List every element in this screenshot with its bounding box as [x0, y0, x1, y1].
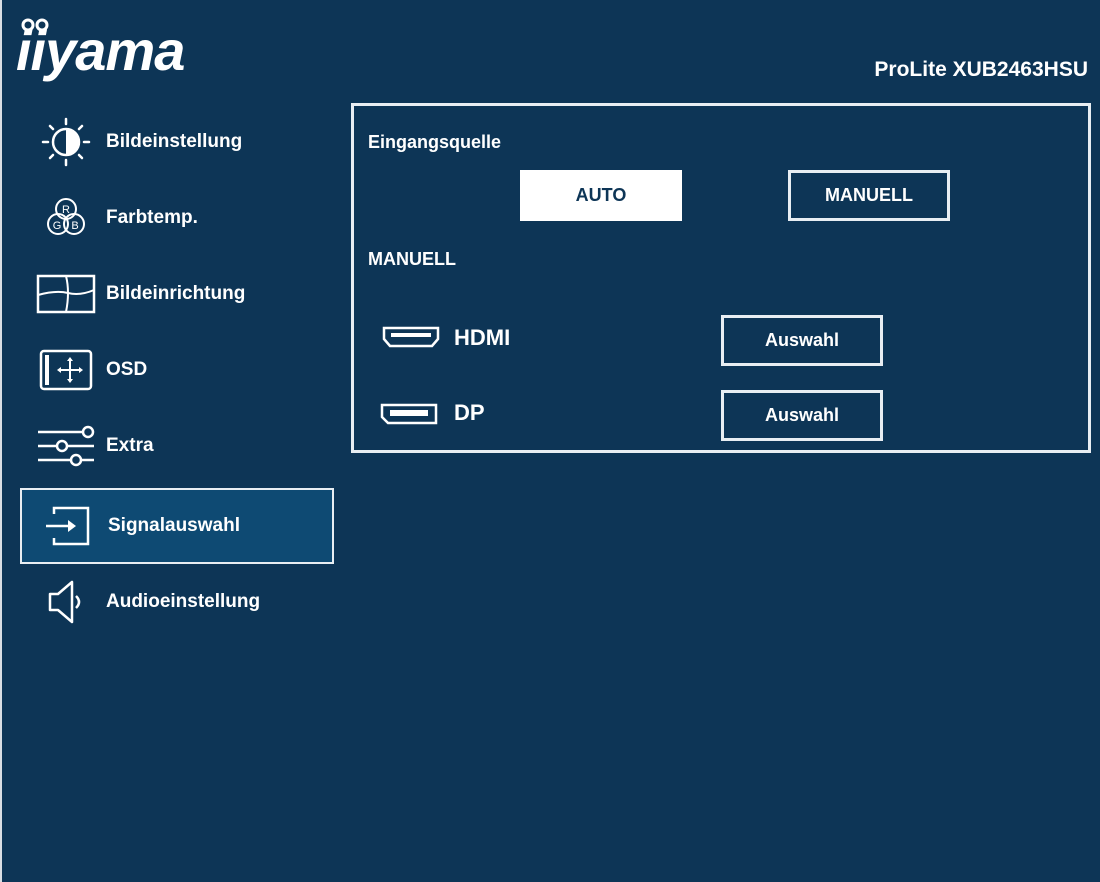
sidebar-item-bildeinstellung[interactable]: Bildeinstellung: [20, 104, 336, 180]
signal-panel: Eingangsquelle AUTO MANUELL MANUELL HDMI…: [351, 103, 1091, 453]
sidebar-item-osd[interactable]: OSD: [20, 332, 336, 408]
image-geometry-icon: [36, 268, 96, 320]
sidebar-item-label: Signalauswahl: [108, 515, 240, 536]
brightness-icon: [36, 116, 96, 168]
svg-text:G: G: [53, 220, 62, 232]
svg-text:B: B: [71, 220, 78, 232]
dp-label: DP: [454, 400, 485, 425]
speaker-icon: [36, 576, 96, 628]
input-source-label: Eingangsquelle: [368, 132, 502, 152]
sidebar-item-audioeinstellung[interactable]: Audioeinstellung: [20, 564, 336, 640]
hdmi-select-button[interactable]: Auswahl: [721, 315, 883, 366]
sliders-icon: [36, 420, 96, 472]
osd-move-icon: [36, 344, 96, 396]
manual-section-label: MANUELL: [368, 249, 456, 269]
logo-infinity-icon: [21, 18, 49, 32]
sidebar-item-label: Extra: [106, 435, 154, 456]
rgb-circles-icon: R G B: [36, 192, 96, 244]
sidebar-item-farbtemp[interactable]: R G B Farbtemp.: [20, 180, 336, 256]
sidebar-item-label: Audioeinstellung: [106, 591, 261, 612]
dp-select-button[interactable]: Auswahl: [721, 390, 883, 441]
input-enter-icon: [38, 500, 98, 552]
sidebar-item-label: Bildeinstellung: [106, 131, 243, 152]
sidebar-item-extra[interactable]: Extra: [20, 408, 336, 484]
manual-button[interactable]: MANUELL: [788, 170, 950, 221]
sidebar-item-label: Bildeinrichtung: [106, 283, 246, 304]
sidebar-item-label: Farbtemp.: [106, 207, 198, 228]
displayport-icon: [380, 403, 438, 425]
sidebar-item-label: OSD: [106, 359, 148, 380]
auto-button[interactable]: AUTO: [520, 170, 682, 221]
hdmi-port-icon: [382, 326, 440, 348]
svg-text:R: R: [62, 204, 70, 216]
sidebar-menu: Bildeinstellung R G B Farbtemp.: [20, 104, 336, 640]
sidebar-item-signalauswahl[interactable]: Signalauswahl: [20, 488, 334, 564]
model-name: ProLite XUB2463HSU: [874, 58, 1088, 81]
hdmi-label: HDMI: [454, 325, 511, 350]
sidebar-item-bildeinrichtung[interactable]: Bildeinrichtung: [20, 256, 336, 332]
